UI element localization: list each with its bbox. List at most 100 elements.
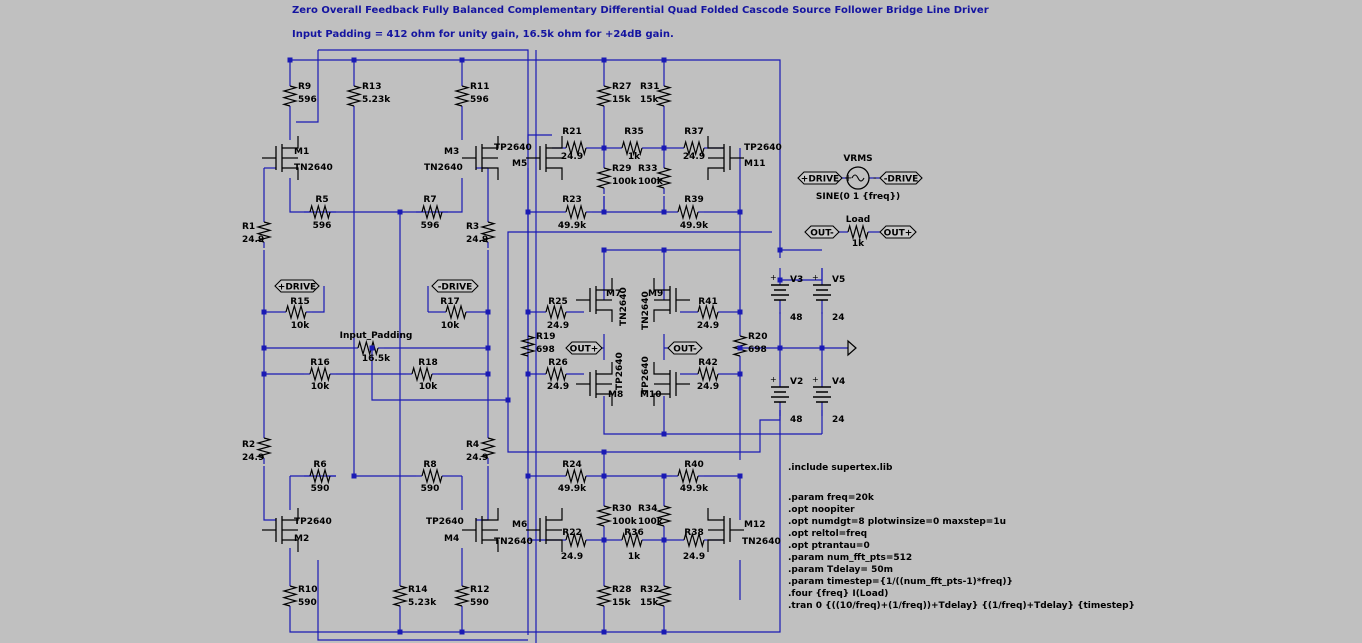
resistor-value-r31: 15k <box>640 95 660 105</box>
resistor-value-r37: 24.9 <box>683 152 705 162</box>
netlabel-minus-drive-input-shape[interactable] <box>431 279 479 293</box>
resistor-r32 <box>655 585 673 607</box>
junction-dot <box>459 57 465 63</box>
resistor-r37 <box>683 139 705 157</box>
resistor-value-r7: 596 <box>421 221 440 231</box>
resistor-r1 <box>255 221 273 243</box>
resistor-name-r14: R14 <box>408 585 427 595</box>
netlabel-out-minus-output-shape[interactable] <box>667 341 703 355</box>
resistor-r29 <box>595 167 613 189</box>
junction-dot <box>351 473 357 479</box>
spice-directive-2: .opt noopiter <box>788 505 855 515</box>
resistor-value-r15: 10k <box>291 321 311 331</box>
resistor-name-r35: R35 <box>624 127 643 137</box>
netlabel-out-minus-load-shape[interactable] <box>804 225 840 239</box>
resistor-r39 <box>677 203 699 221</box>
junction-dot <box>737 371 743 377</box>
junction-dot <box>777 277 783 283</box>
spice-directive-8: .param timestep={1/((num_fft_pts-1)*freq… <box>788 577 1013 587</box>
drain-lead <box>282 136 299 149</box>
resistor-value-r27: 15k <box>612 95 632 105</box>
netlabel-out-plus-output-text: OUT+ <box>570 345 599 355</box>
junction-dot <box>459 629 465 635</box>
resistor-name-r9: R9 <box>298 82 311 92</box>
netlabel-out-minus-output-text: OUT- <box>673 345 697 355</box>
mosfet-model-m5: TP2640 <box>494 143 532 153</box>
resistor-r38 <box>683 531 705 549</box>
mosfet-name-m6: M6 <box>512 520 527 530</box>
resistor-name-r5: R5 <box>315 195 328 205</box>
netlabel-plus-drive-input-shape[interactable] <box>274 279 320 293</box>
mosfet-name-m7: M7 <box>606 289 621 299</box>
resistor-value-r42: 24.9 <box>697 382 719 392</box>
junction-dot <box>397 209 403 215</box>
source-v4 <box>813 386 831 403</box>
resistor-r10 <box>281 585 299 607</box>
netlabel-plus-drive-source-shape[interactable] <box>797 171 843 185</box>
source-name-v5: V5 <box>832 275 845 285</box>
resistor-value-r6: 590 <box>311 484 330 494</box>
mosfet-m9 <box>653 278 690 322</box>
resistor-name-r31: R31 <box>640 82 659 92</box>
resistor-value-r40: 49.9k <box>680 484 709 494</box>
junction-dot <box>661 247 667 253</box>
resistor-name-r3: R3 <box>466 222 479 232</box>
component-layer <box>255 85 923 607</box>
source-lead <box>707 167 724 180</box>
resistor-name-r42: R42 <box>698 358 717 368</box>
junction-dot <box>369 345 375 351</box>
netlabel-out-plus-load-shape[interactable] <box>879 225 917 239</box>
source-lead <box>482 539 499 552</box>
junction-dot <box>601 145 607 151</box>
resistor-r4 <box>479 437 497 459</box>
mosfet-model-m3: TN2640 <box>424 163 463 173</box>
resistor-r30 <box>595 505 613 527</box>
drain-lead <box>482 508 499 521</box>
resistor-name-r18: R18 <box>418 358 437 368</box>
junction-dot <box>351 57 357 63</box>
mosfet-model-m6: TN2640 <box>494 537 533 547</box>
resistor-name-r30: R30 <box>612 504 631 514</box>
netlabel-plus-drive-source-text: +DRIVE <box>801 175 839 185</box>
junction-dot <box>261 309 267 315</box>
resistor-name-r40: R40 <box>684 460 703 470</box>
resistor-input_padding <box>357 339 379 357</box>
source-lead <box>546 167 563 180</box>
resistor-value-r2: 24.9 <box>242 453 264 463</box>
source-v5 <box>813 284 831 301</box>
source-value-v4: 24 <box>832 415 845 425</box>
netlabel-out-plus-output-shape[interactable] <box>565 341 603 355</box>
resistor-value-r11: 596 <box>470 95 489 105</box>
source-v3 <box>771 284 789 301</box>
netlabel-out-minus-load-text: OUT- <box>810 229 834 239</box>
source-lead <box>282 167 299 180</box>
netlabel-minus-drive-source-shape[interactable] <box>879 171 923 185</box>
resistor-name-r25: R25 <box>548 297 567 307</box>
mosfet-m10 <box>653 362 690 406</box>
resistor-value-r20: 698 <box>748 345 767 355</box>
junction-dot <box>777 247 783 253</box>
mosfet-m4 <box>462 508 499 552</box>
resistor-value-r23: 49.9k <box>558 221 587 231</box>
resistor-r33 <box>655 167 673 189</box>
resistor-value-r24: 49.9k <box>558 484 587 494</box>
page-title: Zero Overall Feedback Fully Balanced Com… <box>292 5 989 16</box>
mosfet-name-m8: M8 <box>608 390 623 400</box>
resistor-name-r32: R32 <box>640 585 659 595</box>
resistor-name-r27: R27 <box>612 82 631 92</box>
resistor-value-r36: 1k <box>628 552 641 562</box>
junction-dot <box>661 145 667 151</box>
mosfet-name-m1: M1 <box>294 147 309 157</box>
resistor-r24 <box>565 467 587 485</box>
resistor-value-r34: 100k <box>638 517 664 527</box>
resistor-name-r23: R23 <box>562 195 581 205</box>
drain-lead <box>707 136 724 149</box>
resistor-value-r35: 1k <box>628 152 641 162</box>
resistor-name-load: Load <box>846 215 870 225</box>
resistor-value-r26: 24.9 <box>547 382 569 392</box>
source-lead <box>707 539 724 552</box>
mosfet-model-m10: TP2640 <box>641 356 651 394</box>
junction-dot <box>819 345 825 351</box>
source-name-vrms: VRMS <box>843 154 872 164</box>
